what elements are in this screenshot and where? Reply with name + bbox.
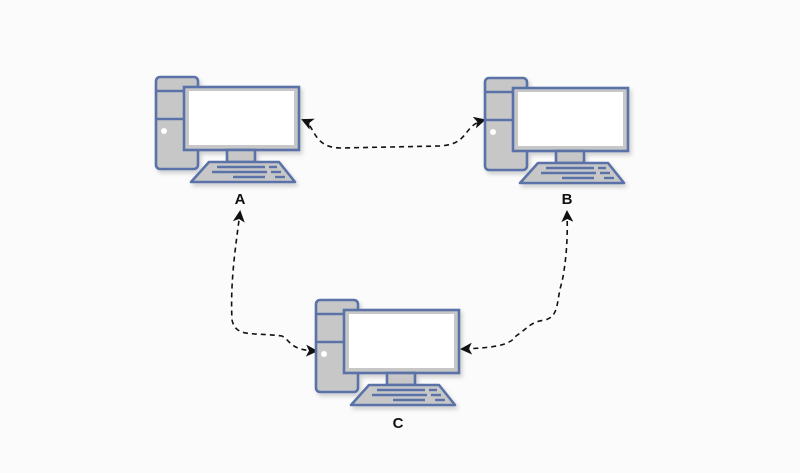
desktop-computer-icon xyxy=(154,75,301,184)
edge-b-c xyxy=(460,210,574,355)
computer-a[interactable] xyxy=(154,75,301,184)
node-label-b: B xyxy=(561,191,573,208)
desktop-computer-icon xyxy=(314,298,461,407)
edge-a-b xyxy=(301,116,486,149)
computer-c[interactable] xyxy=(314,298,461,407)
desktop-computer-icon xyxy=(483,76,630,185)
node-label-a: A xyxy=(234,191,246,208)
node-label-c: C xyxy=(392,415,404,432)
computer-b[interactable] xyxy=(483,76,630,185)
edge-a-c xyxy=(230,210,318,357)
